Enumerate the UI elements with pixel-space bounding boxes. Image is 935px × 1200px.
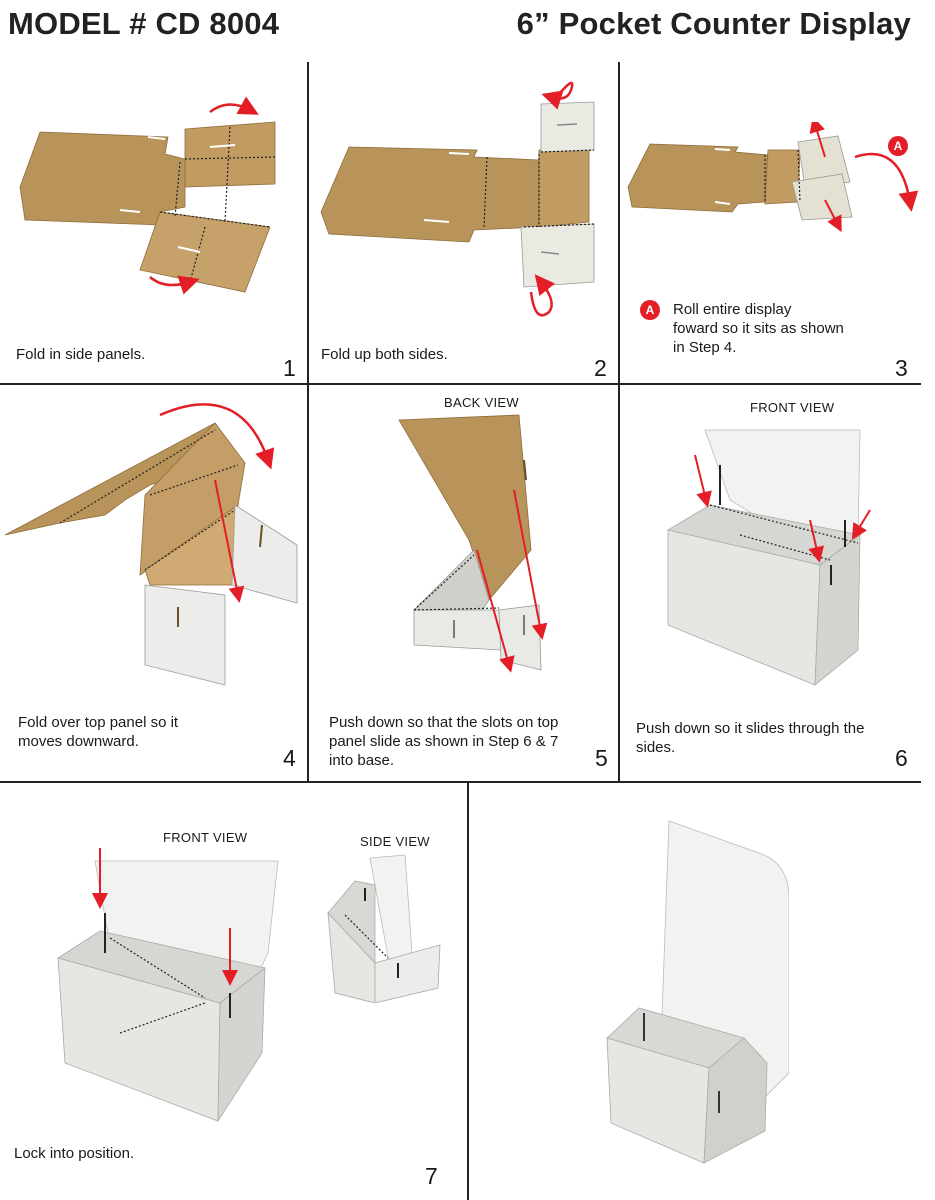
divider-h-1 — [0, 383, 921, 385]
product-title: 6” Pocket Counter Display — [516, 6, 911, 41]
step-4-caption-line-2: moves downward. — [18, 733, 139, 750]
step-4-illustration — [4, 403, 298, 686]
step-6-illustration — [666, 429, 871, 686]
step-3-caption-line-2: foward so it sits as shown — [673, 320, 844, 337]
step-1-number: 1 — [283, 355, 296, 381]
step-6-number: 6 — [895, 745, 908, 771]
step-7-caption: Lock into position. — [14, 1145, 135, 1162]
step-3-caption-badge-icon: A — [640, 300, 660, 320]
step-3-panel: A A Roll entire display foward so it sit… — [620, 62, 921, 383]
step-3-caption: Roll entire display foward so it sits as… — [673, 300, 844, 357]
final-assembly-panel — [469, 783, 921, 1200]
step-3-badge-a-icon: A — [888, 136, 908, 156]
step-5-caption: Push down so that the slots on top panel… — [329, 713, 558, 770]
step-5-view-label: BACK VIEW — [444, 395, 519, 410]
step-5-caption-line-2: panel slide as shown in Step 6 & 7 — [329, 733, 559, 750]
divider-v-2 — [618, 62, 620, 782]
step-4-caption: Fold over top panel so it moves downward… — [18, 713, 178, 751]
step-7-number: 7 — [425, 1163, 438, 1189]
step-1-illustration — [19, 96, 276, 295]
model-number-title: MODEL # CD 8004 — [8, 6, 280, 41]
step-5-caption-line-3: into base. — [329, 752, 395, 769]
step-3-caption-line-1: Roll entire display — [673, 301, 792, 318]
step-4-caption-line-1: Fold over top panel so it — [18, 714, 179, 731]
step-7-front-illustration — [57, 848, 279, 1123]
step-3-illustration — [627, 122, 919, 233]
step-7-side-view-label: SIDE VIEW — [360, 834, 430, 849]
step-7-front-view-label: FRONT VIEW — [163, 830, 248, 845]
step-6-caption: Push down so it slides through the sides… — [636, 719, 864, 757]
step-6-panel: FRONT VIEW Push down so it slides throug… — [620, 385, 921, 781]
step-3-caption-line-3: in Step 4. — [673, 339, 737, 356]
step-3-number: 3 — [895, 355, 908, 381]
step-6-view-label: FRONT VIEW — [750, 400, 835, 415]
step-1-panel: Fold in side panels. 1 — [0, 62, 307, 383]
step-4-panel: Fold over top panel so it moves downward… — [0, 385, 307, 781]
step-2-illustration — [320, 81, 595, 317]
final-display-illustration — [606, 820, 789, 1164]
divider-v-3 — [467, 782, 469, 1200]
step-4-number: 4 — [283, 745, 296, 771]
step-7-panel: FRONT VIEW SIDE VIEW Lock into position.… — [0, 783, 467, 1200]
step-5-number: 5 — [595, 745, 608, 771]
step-5-illustration — [398, 414, 548, 673]
step-7-side-illustration — [327, 854, 441, 1003]
step-6-caption-line-2: sides. — [636, 739, 676, 756]
step-5-caption-line-1: Push down so that the slots on top — [329, 714, 559, 731]
step-6-caption-line-1: Push down so it slides through the — [636, 720, 865, 737]
step-2-caption: Fold up both sides. — [321, 346, 448, 363]
step-5-panel: BACK VIEW Push down so that the slots on… — [309, 385, 618, 781]
divider-h-2 — [0, 781, 921, 783]
step-2-panel: Fold up both sides. 2 — [309, 62, 618, 383]
step-1-caption: Fold in side panels. — [16, 346, 146, 363]
step-2-number: 2 — [594, 355, 607, 381]
divider-v-1 — [307, 62, 309, 782]
